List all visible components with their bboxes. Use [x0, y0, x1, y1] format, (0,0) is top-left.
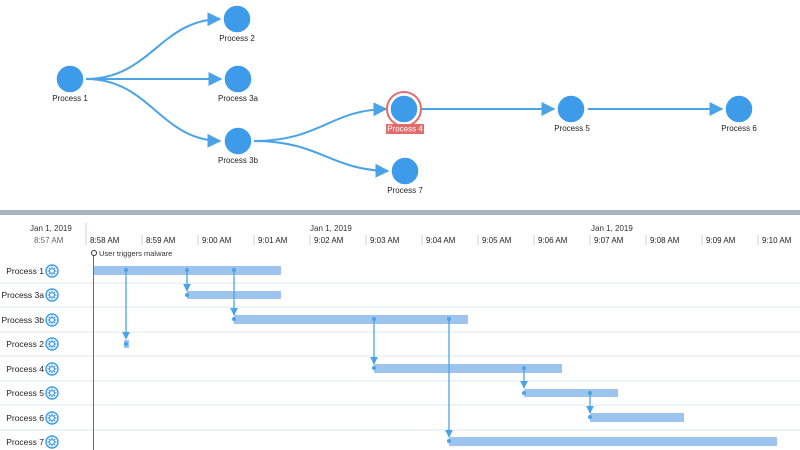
- link-dot: [232, 317, 236, 321]
- node-label: Process 2: [219, 34, 255, 43]
- edge-process1-process3b[interactable]: [85, 78, 222, 148]
- link-dot: [124, 268, 128, 272]
- link-dot: [522, 391, 526, 395]
- graph-node-process4[interactable]: Process 4: [386, 91, 424, 134]
- bar-process7[interactable]: [449, 437, 777, 446]
- graph-node-process7[interactable]: Process 7: [387, 156, 423, 195]
- event-marker-label: User triggers malware: [99, 249, 172, 258]
- graph-node-process1[interactable]: Process 1: [52, 64, 88, 103]
- link-dot: [447, 317, 451, 321]
- row-label: Process 6: [6, 413, 44, 423]
- timeline-row-process4[interactable]: Process 4: [6, 362, 59, 376]
- panel-divider[interactable]: [0, 210, 800, 215]
- node-circle[interactable]: [55, 64, 85, 94]
- link-dot: [124, 342, 128, 346]
- axis-time-label: 9:04 AM: [426, 236, 456, 245]
- timeline-panel[interactable]: Jan 1, 2019 Jan 1, 2019 Jan 1, 2019 8:57…: [0, 215, 800, 450]
- gear-icon[interactable]: [45, 288, 59, 302]
- bar-process3b[interactable]: [234, 315, 468, 324]
- node-circle[interactable]: [223, 64, 253, 94]
- row-label: Process 5: [6, 388, 44, 398]
- axis-time-label: 9:00 AM: [202, 236, 232, 245]
- timeline-links: [122, 268, 594, 443]
- node-label: Process 1: [52, 94, 88, 103]
- row-label: Process 7: [6, 437, 44, 447]
- gear-icon[interactable]: [45, 337, 59, 351]
- axis-time-label: 9:05 AM: [482, 236, 512, 245]
- axis-time-label: 9:03 AM: [370, 236, 400, 245]
- axis-time-label: 8:57 AM: [34, 236, 64, 245]
- row-label: Process 3b: [1, 315, 44, 325]
- axis-time-label: 9:08 AM: [650, 236, 680, 245]
- timeline-row-process2[interactable]: Process 2: [6, 337, 59, 351]
- node-circle[interactable]: [390, 156, 420, 186]
- graph-node-process3a[interactable]: Process 3a: [218, 64, 259, 103]
- axis-time-label: 8:58 AM: [90, 236, 120, 245]
- row-label: Process 4: [6, 364, 44, 374]
- node-label: Process 7: [387, 186, 423, 195]
- axis-time-label: 8:59 AM: [146, 236, 176, 245]
- row-label: Process 2: [6, 339, 44, 349]
- graph-edges: [85, 12, 724, 178]
- time-axis: Jan 1, 2019 Jan 1, 2019 Jan 1, 2019 8:57…: [30, 223, 792, 245]
- node-label: Process 5: [554, 124, 590, 133]
- link-dot: [588, 391, 592, 395]
- node-label: Process 3b: [218, 156, 259, 165]
- graph-node-process2[interactable]: Process 2: [219, 4, 255, 43]
- gear-icon[interactable]: [45, 362, 59, 376]
- axis-date-label: Jan 1, 2019: [310, 224, 352, 233]
- gear-icon[interactable]: [45, 313, 59, 327]
- node-label: Process 3a: [218, 94, 259, 103]
- timeline-row-process5[interactable]: Process 5: [6, 386, 59, 400]
- axis-time-label: 9:02 AM: [314, 236, 344, 245]
- bar-process5[interactable]: [524, 389, 618, 397]
- axis-time-label: 9:10 AM: [762, 236, 792, 245]
- gear-icon[interactable]: [45, 435, 59, 449]
- gear-icon[interactable]: [45, 386, 59, 400]
- edge-process1-process2[interactable]: [85, 12, 222, 80]
- link-dot: [522, 366, 526, 370]
- link-dot: [588, 415, 592, 419]
- edge-process3b-process4[interactable]: [253, 102, 388, 142]
- node-label: Process 6: [721, 124, 757, 133]
- node-circle[interactable]: [724, 94, 754, 124]
- edge-process3b-process7[interactable]: [253, 140, 390, 178]
- axis-time-label: 9:09 AM: [706, 236, 736, 245]
- timeline-row-process3a[interactable]: Process 3a: [1, 288, 59, 302]
- timeline-row-process7[interactable]: Process 7: [6, 435, 59, 449]
- node-label: Process 4: [387, 125, 423, 134]
- graph-node-process6[interactable]: Process 6: [721, 94, 757, 133]
- graph-node-process5[interactable]: Process 5: [554, 94, 590, 133]
- node-circle[interactable]: [556, 94, 586, 124]
- bar-process4[interactable]: [374, 364, 562, 373]
- link-dot: [232, 268, 236, 272]
- link-dot: [372, 366, 376, 370]
- link-dot: [185, 268, 189, 272]
- axis-time-label: 9:01 AM: [258, 236, 288, 245]
- node-circle[interactable]: [223, 126, 253, 156]
- graph-node-process3b[interactable]: Process 3b: [218, 126, 259, 165]
- link-dot: [372, 317, 376, 321]
- axis-time-label: 9:07 AM: [594, 236, 624, 245]
- node-circle[interactable]: [389, 94, 419, 124]
- timeline-row-process3b[interactable]: Process 3b: [1, 313, 59, 327]
- axis-time-label: 9:06 AM: [538, 236, 568, 245]
- process-graph[interactable]: Process 1 Process 2 Process 3a Process 3…: [0, 0, 800, 210]
- timeline-row-process6[interactable]: Process 6: [6, 411, 59, 425]
- axis-date-label: Jan 1, 2019: [591, 224, 633, 233]
- event-marker-dot[interactable]: [91, 250, 97, 256]
- node-circle[interactable]: [222, 4, 252, 34]
- event-marker[interactable]: User triggers malware: [91, 249, 173, 450]
- bar-process6[interactable]: [590, 413, 684, 422]
- gear-icon[interactable]: [45, 264, 59, 278]
- axis-date-label: Jan 1, 2019: [30, 224, 72, 233]
- row-label: Process 1: [6, 266, 44, 276]
- link-dot: [185, 293, 189, 297]
- row-label: Process 3a: [1, 290, 44, 300]
- row-gridlines: [0, 282, 800, 431]
- link-dot: [447, 439, 451, 443]
- timeline-row-process1[interactable]: Process 1: [6, 264, 59, 278]
- gear-icon[interactable]: [45, 411, 59, 425]
- selected-label-background: [386, 124, 424, 134]
